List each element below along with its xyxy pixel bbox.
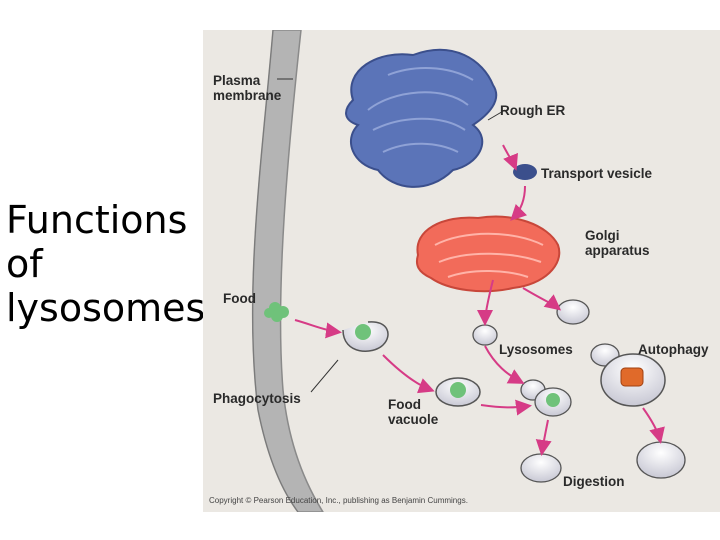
- label-rough-er: Rough ER: [500, 103, 566, 118]
- slide-title: Functions of lysosomes: [6, 198, 206, 330]
- label-lysosomes: Lysosomes: [499, 342, 573, 357]
- digestion-1-shape: [520, 453, 562, 483]
- label-food-vacuole: Food vacuole: [388, 397, 439, 427]
- label-autophagy: Autophagy: [638, 342, 709, 357]
- label-plasma-membrane: Plasma membrane: [213, 73, 282, 103]
- golgi-shape: [415, 215, 561, 293]
- label-digestion: Digestion: [563, 474, 625, 489]
- copyright-notice: Copyright © Pearson Education, Inc., pub…: [209, 496, 468, 505]
- lysosome-2-shape: [556, 299, 590, 325]
- lysosome-1-shape: [472, 324, 498, 346]
- label-transport-vesicle: Transport vesicle: [541, 166, 653, 181]
- transport-vesicle-shape: [513, 164, 537, 180]
- food-particle-shape: [264, 302, 289, 322]
- label-golgi-apparatus: Golgi apparatus: [585, 228, 650, 258]
- label-phagocytosis: Phagocytosis: [213, 391, 301, 406]
- label-food: Food: [223, 291, 256, 306]
- rough-er-shape: [345, 48, 498, 188]
- diagram-artwork: [251, 30, 686, 512]
- lysosome-diagram: Plasma membrane Rough ER Transport vesic…: [203, 30, 720, 512]
- digestion-2-shape: [636, 441, 686, 479]
